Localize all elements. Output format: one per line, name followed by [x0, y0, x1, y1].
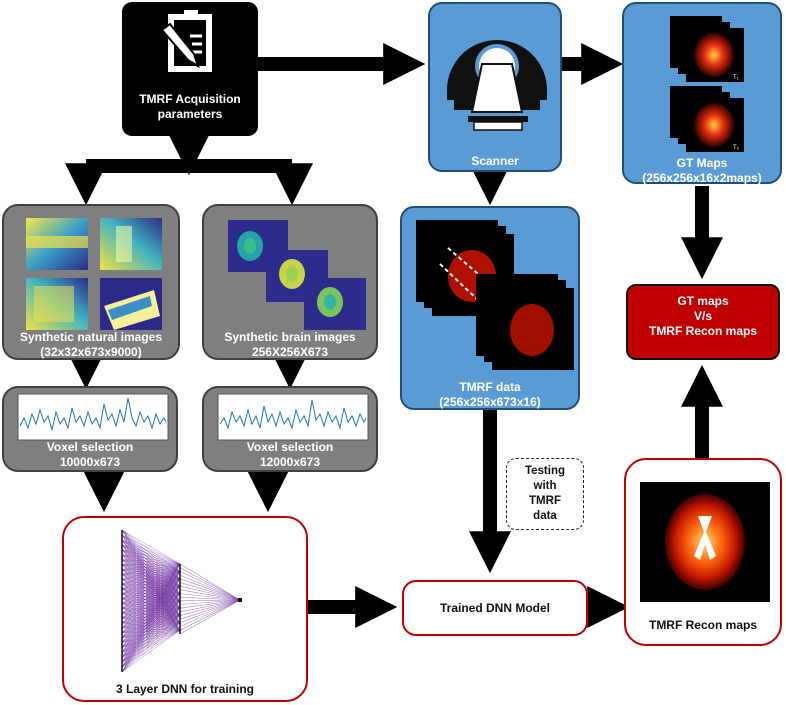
synthetic-natural-images-node: Synthetic natural images (32x32x673x9000… — [2, 204, 180, 360]
acquisition-parameters-node: TMRF Acquisition parameters — [122, 2, 258, 136]
dnn-training-label: 3 Layer DNN for training — [115, 682, 255, 696]
scanner-node: Scanner — [428, 2, 562, 172]
voxel-selection-brain-label: Voxel selection 12000x673 — [246, 440, 334, 469]
tmrf-data-images — [416, 220, 574, 370]
mri-scanner-icon — [447, 39, 547, 131]
voxel-signal-plot — [217, 393, 369, 441]
trained-dnn-model-label: Trained DNN Model — [439, 601, 550, 615]
trained-dnn-model-node: Trained DNN Model — [402, 580, 588, 636]
acquisition-parameters-label: TMRF Acquisition parameters — [139, 92, 241, 121]
voxel-signal-plot — [17, 393, 169, 441]
natural-images-thumbnails — [26, 218, 162, 330]
comparison-label: GT maps V/s TMRF Recon maps — [648, 294, 757, 338]
synthetic-natural-images-label: Synthetic natural images (32x32x673x9000… — [19, 330, 163, 359]
dnn-network-diagram — [121, 529, 242, 673]
testing-note: Testing with TMRF data — [506, 458, 584, 530]
synthetic-brain-images-node: Synthetic brain images 256X256X673 — [202, 204, 378, 360]
t1-label: T₁ — [733, 75, 739, 81]
t2-label: T₂ — [733, 145, 740, 151]
gt-maps-label: GT Maps (256x256x16x2maps) — [642, 156, 762, 185]
clipboard-pen-icon — [160, 10, 212, 72]
voxel-selection-natural-label: Voxel selection 10000x673 — [46, 440, 134, 469]
brain-images-thumbnails — [228, 220, 366, 330]
tmrf-recon-maps-node: TMRF Recon maps — [624, 458, 782, 646]
gt-vs-recon-comparison-node: GT maps V/s TMRF Recon maps — [626, 284, 780, 360]
voxel-selection-natural-node: Voxel selection 10000x673 — [2, 386, 178, 472]
gt-maps-images: T₁ T₂ — [670, 16, 744, 152]
tmrf-data-label: TMRF data (256x256x673x16) — [439, 380, 541, 409]
testing-note-label: Testing with TMRF data — [524, 465, 566, 522]
voxel-selection-brain-node: Voxel selection 12000x673 — [202, 386, 378, 472]
gt-maps-node: T₁ T₂ GT Maps (256x256x16x2maps) — [622, 2, 782, 185]
recon-map-image — [640, 482, 770, 602]
synthetic-brain-images-label: Synthetic brain images 256X256X673 — [224, 330, 356, 359]
dnn-training-node: 3 Layer DNN for training — [62, 516, 308, 702]
tmrf-data-node: TMRF data (256x256x673x16) — [400, 206, 580, 410]
scanner-label: Scanner — [471, 154, 519, 168]
tmrf-recon-maps-label: TMRF Recon maps — [648, 618, 757, 632]
